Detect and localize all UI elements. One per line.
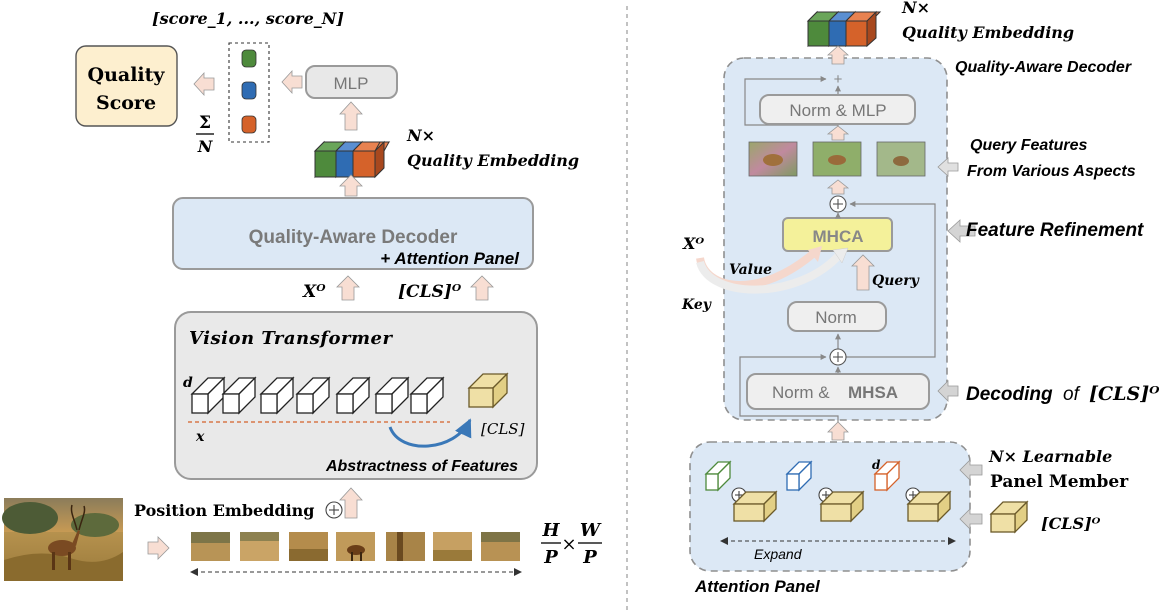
score-green: [241, 49, 257, 68]
score-vector-box: [228, 42, 270, 143]
learnable-line2: Panel Member: [990, 472, 1129, 492]
expand-label: Expand: [754, 546, 803, 562]
feature-refinement-label: Feature Refinement: [966, 220, 1144, 241]
right-quality-embedding: Quality Embedding: [902, 23, 1074, 42]
left-decoder-box: [172, 197, 534, 270]
mhca-label: MHCA: [813, 227, 864, 246]
norm-mhsa-prefix: Norm &: [772, 383, 830, 402]
decoding-cls: [CLS]ᴼ: [1089, 383, 1160, 405]
residual-mid-line: [838, 201, 936, 358]
arrow-query-up: [851, 254, 875, 291]
quality-embedding-cubes: [313, 140, 391, 179]
h-numerator: H: [541, 520, 560, 541]
scores-label: [score_1, ..., score_N]: [152, 9, 344, 28]
panel-d-label: d: [872, 458, 881, 472]
panel-members: [704, 460, 901, 492]
arrow-to-score: [193, 71, 215, 97]
norm-mlp-label: Norm & MLP: [789, 101, 886, 120]
n-denominator: N: [197, 137, 214, 156]
p-denominator-1: P: [543, 547, 558, 568]
quality-score-line1: Quality: [88, 64, 166, 86]
token-cubes: [190, 376, 445, 415]
mlp-box: [305, 65, 398, 99]
right-n-times: N×: [901, 0, 930, 17]
quality-score-box: [75, 45, 178, 127]
arrow-photo-to-patches: [147, 536, 170, 560]
arrow-panel-to-decoder: [827, 421, 849, 441]
vit-title: Vision Transformer: [189, 328, 394, 349]
attention-panel-label: Attention Panel: [694, 577, 821, 596]
times-symbol: ×: [561, 534, 576, 555]
norm-label: Norm: [815, 308, 857, 327]
mlp-label: MLP: [334, 74, 369, 93]
panel-cls-cubes: [732, 490, 952, 523]
value-label: Value: [729, 262, 772, 278]
right-quality-embedding-cubes: [806, 10, 882, 48]
position-embedding-label: Position Embedding: [134, 501, 314, 520]
learnable-line1: N× Learnable: [988, 447, 1112, 466]
w-numerator: W: [580, 520, 602, 541]
arrow-query-features: [937, 157, 959, 177]
abstractness-arrow: [388, 418, 472, 448]
right-xo-label: Xᴼ: [682, 234, 704, 253]
quality-score-line2: Score: [96, 92, 156, 114]
arrow-cls-up: [470, 275, 494, 301]
left-quality-embedding: Quality Embedding: [407, 151, 579, 170]
left-cls-out: [CLS]ᴼ: [398, 282, 462, 302]
query-feature-maps: [748, 141, 926, 177]
norm-mhsa-box: [746, 373, 930, 410]
arrow-to-top-cubes: [826, 45, 850, 65]
residual-bottom-line: [739, 354, 839, 422]
arrow-cls-input: [959, 508, 983, 530]
vit-d-label: d: [183, 375, 193, 391]
query-features-line1: Query Features: [970, 137, 1087, 154]
arrow-feature-refinement: [947, 219, 976, 243]
cls-token-label: [CLS]: [481, 420, 525, 438]
left-decoder-subtitle: + Attention Panel: [380, 249, 520, 268]
sigma-symbol: Σ: [199, 113, 211, 133]
cls-cube: [467, 372, 509, 409]
patch-thumbnails: [191, 532, 520, 561]
decoding-prefix: Decoding: [966, 384, 1053, 405]
query-label: Query: [872, 273, 920, 289]
input-cls-cube: [989, 500, 1029, 534]
input-cls-label: [CLS]ᴼ: [1041, 514, 1101, 533]
arrow-to-mlp: [339, 101, 363, 131]
arrow-xo-up: [336, 275, 360, 301]
key-curve: [696, 251, 844, 294]
arrow-mlp-to-scores: [281, 69, 303, 95]
score-orange: [241, 115, 257, 134]
vit-x-label: x: [195, 429, 205, 445]
left-n-times: N×: [406, 126, 435, 145]
abstractness-label: Abstractness of Features: [325, 458, 518, 475]
query-features-line2: From Various Aspects: [967, 163, 1136, 180]
arrow-plus-to-features: [826, 179, 850, 195]
arrow-decoding: [937, 380, 959, 402]
top-plus: +: [834, 71, 843, 88]
score-blue: [241, 81, 257, 100]
arrow-patches-to-vit: [339, 487, 363, 519]
p-denominator-2: P: [582, 547, 597, 568]
left-decoder-title: Quality-Aware Decoder: [249, 227, 458, 248]
arrow-to-embedding: [339, 174, 363, 197]
mhsa-label: MHSA: [848, 383, 898, 402]
norm-mlp-box: [759, 94, 916, 125]
norm-box: [787, 301, 887, 332]
decoding-of: of: [1063, 384, 1081, 405]
impala-photo: [2, 498, 123, 581]
right-decoder-label: Quality-Aware Decoder: [955, 59, 1132, 76]
key-label: Key: [681, 297, 712, 313]
arrow-learnable: [959, 459, 983, 481]
arrow-to-norm-mlp: [826, 125, 850, 141]
left-xo-label: Xᴼ: [302, 282, 326, 302]
